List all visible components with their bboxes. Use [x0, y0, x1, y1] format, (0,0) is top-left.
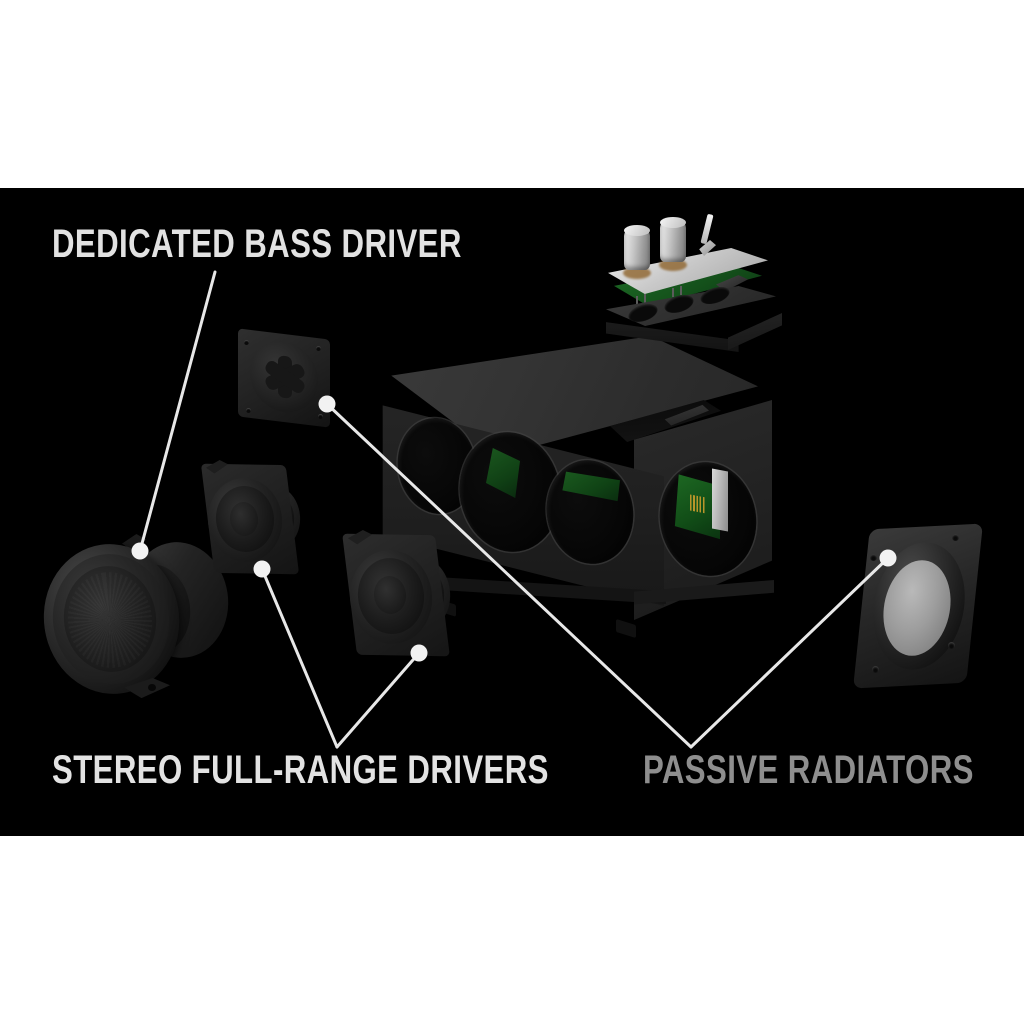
radiator-screw — [872, 666, 879, 673]
radiator-screw — [870, 554, 877, 561]
passive-radiator-rear — [238, 328, 338, 428]
bass-mount-hole — [148, 684, 156, 691]
gold-pin-header — [690, 494, 706, 514]
full-range-driver-right — [336, 528, 466, 668]
housing-side-face — [728, 313, 782, 350]
volume-knob — [624, 225, 650, 270]
knob-shadow-b — [659, 259, 687, 271]
pcb-pin — [680, 286, 682, 295]
frame-screw — [316, 346, 321, 351]
passive-radiator-side — [853, 520, 1002, 700]
callout-label-passive-radiators: PASSIVE RADIATORS — [643, 748, 974, 792]
radiator-screw — [948, 642, 955, 649]
frame-screw — [318, 414, 323, 419]
radiator-screw — [952, 534, 959, 541]
diagram-panel — [0, 188, 1024, 836]
internal-metal-block — [712, 468, 728, 532]
pcb-pin — [644, 294, 646, 303]
callout-label-stereo-full-range-drivers: STEREO FULL-RANGE DRIVERS — [52, 748, 549, 792]
toggle-switch-lever — [700, 213, 714, 245]
source-knob — [660, 217, 686, 262]
frame-screw — [246, 408, 251, 413]
callout-label-dedicated-bass-driver: DEDICATED BASS DRIVER — [52, 222, 462, 266]
full-range-driver-left — [196, 458, 316, 586]
frame-screw — [244, 340, 249, 345]
knob-shadow-a — [623, 267, 651, 279]
pcb-pin — [672, 288, 674, 297]
control-housing — [600, 282, 790, 352]
pcb-pin — [636, 296, 638, 305]
